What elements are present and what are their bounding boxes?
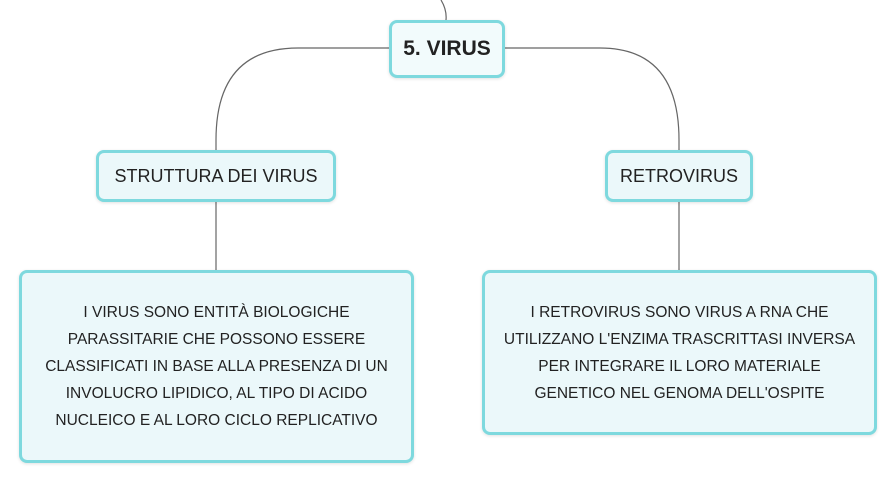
description-line: I RETROVIRUS SONO VIRUS A RNA CHE [530,303,829,321]
description-line: UTILIZZANO L'ENZIMA TRASCRITTASI INVERSA [503,330,856,348]
description-line: PER INTEGRARE IL LORO MATERIALE [538,357,821,375]
topic-label: STRUTTURA DEI VIRUS [114,165,318,186]
description-line: GENETICO NEL GENOMA DELL'OSPITE [534,384,825,402]
description-line: I VIRUS SONO ENTITÀ BIOLOGICHE [83,304,350,321]
description-text: I VIRUS SONO ENTITÀ BIOLOGICHE PARASSITA… [45,299,388,434]
connector-parent-to-root [440,0,447,21]
description-line: INVOLUCRO LIPIDICO, AL TIPO DI ACIDO [65,385,368,402]
connector-root-to-retrovirus [505,47,680,150]
topic-label: RETROVIRUS [619,165,738,186]
description-node-struttura[interactable]: I VIRUS SONO ENTITÀ BIOLOGICHE PARASSITA… [19,270,414,463]
description-line: NUCLEICO E AL LORO CICLO REPLICATIVO [55,412,378,429]
topic-node-retrovirus[interactable]: RETROVIRUS [605,150,753,202]
topic-label: 5. VIRUS [403,37,491,60]
description-text: I RETROVIRUS SONO VIRUS A RNA CHE UTILIZ… [504,299,855,407]
description-line: CLASSIFICATI IN BASE ALLA PRESENZA DI UN [45,358,388,375]
topic-node-virus[interactable]: 5. VIRUS [389,20,505,78]
description-line: PARASSITARIE CHE POSSONO ESSERE [67,331,366,348]
topic-node-struttura-dei-virus[interactable]: STRUTTURA DEI VIRUS [96,150,336,202]
description-node-retrovirus[interactable]: I RETROVIRUS SONO VIRUS A RNA CHE UTILIZ… [482,270,877,435]
connector-root-to-struttura [215,47,389,150]
